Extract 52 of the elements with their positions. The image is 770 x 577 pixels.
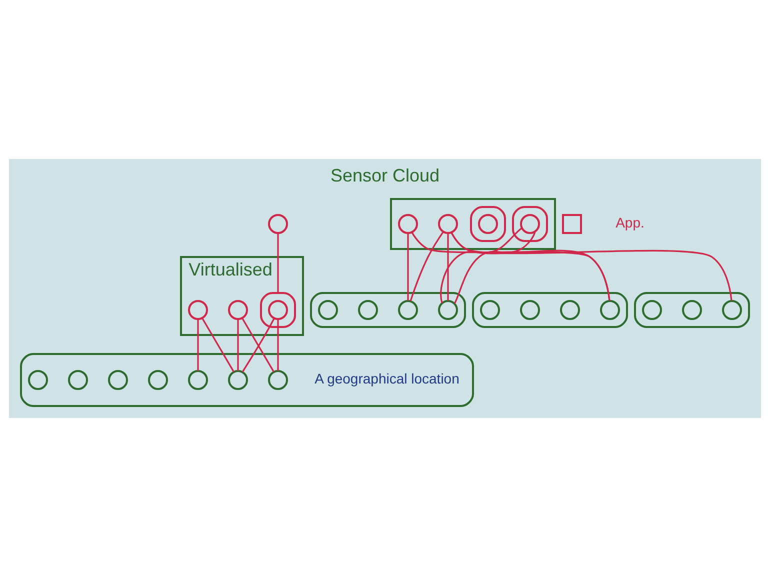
cluster xyxy=(260,292,296,328)
cluster xyxy=(512,206,548,242)
connector xyxy=(447,233,449,301)
node-circle xyxy=(188,370,208,390)
node-circle xyxy=(188,300,208,320)
node-circle xyxy=(520,214,540,234)
connector xyxy=(407,233,409,301)
cluster: Virtualised xyxy=(180,256,304,336)
connector xyxy=(450,232,732,301)
node-circle xyxy=(268,370,288,390)
node-circle xyxy=(268,214,288,234)
node-circle xyxy=(520,300,540,320)
node-circle xyxy=(480,300,500,320)
connector xyxy=(201,318,235,372)
node-label: A geographical location xyxy=(314,370,460,387)
node-circle xyxy=(560,300,580,320)
connector xyxy=(454,231,536,304)
connector xyxy=(410,232,444,302)
node-label: App. xyxy=(616,214,644,231)
cluster xyxy=(20,353,474,407)
cluster xyxy=(390,198,556,250)
node-circle xyxy=(600,300,620,320)
node-circle xyxy=(148,370,168,390)
connector xyxy=(440,227,522,304)
node-circle xyxy=(318,300,338,320)
node-circle xyxy=(398,300,418,320)
node-circle xyxy=(398,214,418,234)
connector xyxy=(450,232,610,301)
node-circle xyxy=(438,300,458,320)
node-circle xyxy=(478,214,498,234)
cluster xyxy=(470,206,506,242)
connector xyxy=(197,319,199,371)
connector xyxy=(411,232,610,301)
connector xyxy=(277,233,279,293)
node-circle xyxy=(682,300,702,320)
connector xyxy=(237,319,239,371)
diagram-title: Sensor Cloud xyxy=(330,165,440,186)
node-circle xyxy=(642,300,662,320)
node-circle xyxy=(722,300,742,320)
connector xyxy=(277,319,279,371)
node-circle xyxy=(28,370,48,390)
node-circle xyxy=(68,370,88,390)
cluster xyxy=(634,292,750,328)
node-circle xyxy=(438,214,458,234)
node-circle xyxy=(108,370,128,390)
cluster xyxy=(472,292,628,328)
cluster xyxy=(310,292,466,328)
node-circle xyxy=(228,300,248,320)
node-circle xyxy=(358,300,378,320)
node-circle xyxy=(268,300,288,320)
node-circle xyxy=(228,370,248,390)
node-box xyxy=(562,214,582,234)
